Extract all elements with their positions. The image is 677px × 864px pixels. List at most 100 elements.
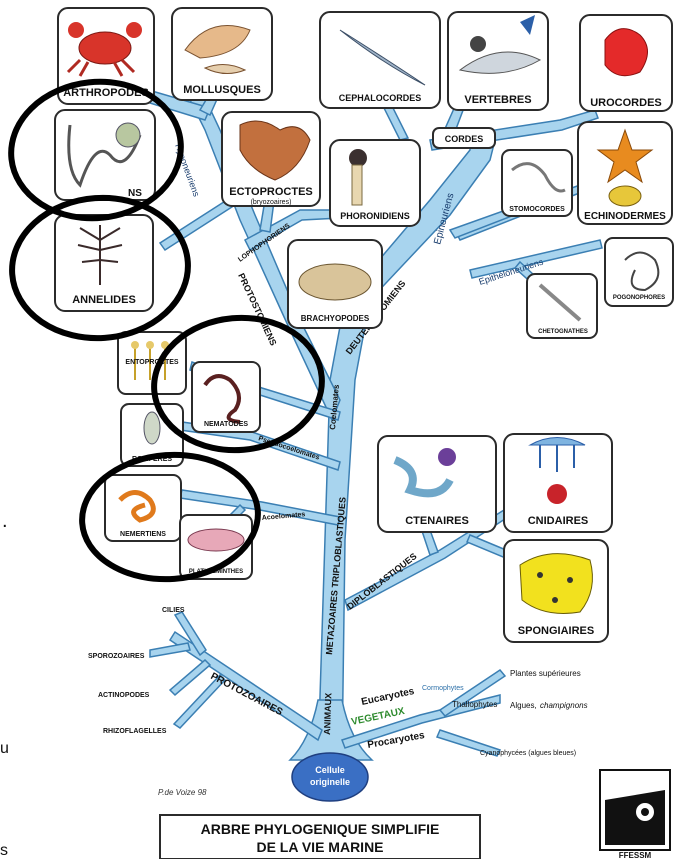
entoproctes-label: ENTOPROCTES <box>125 359 178 366</box>
flatworm-icon <box>187 528 245 552</box>
group-cephalocordes: CEPHALOCORDES <box>319 11 441 109</box>
group-stomocordes: STOMOCORDES <box>501 149 573 217</box>
margin-u: u <box>0 740 9 757</box>
circle-nemertiens <box>79 451 261 583</box>
eucaryotes-label: Eucaryotes <box>360 686 415 708</box>
worm-icon <box>67 122 142 188</box>
pogonophore-icon <box>624 251 660 292</box>
group-mollusques: MOLLUSQUES <box>171 7 273 101</box>
group-echinodermes: ECHINODERMES <box>577 121 673 225</box>
root-label-line1: Cellule <box>315 765 345 775</box>
thallophytes-label: Thallophytes <box>452 700 497 709</box>
protozoa-labels: CILIES SPOROZOAIRES ACTINOPODES RHIZOFLA… <box>88 607 185 735</box>
acorn-worm-icon <box>511 162 566 193</box>
brachiopod-icon <box>298 263 372 301</box>
brachyopodes-label: BRACHYOPODES <box>301 314 370 323</box>
arrow-worm-icon <box>538 283 582 322</box>
circle-nematodes <box>151 314 325 454</box>
annelides-label: ANNELIDES <box>72 294 136 306</box>
crab-icon <box>66 22 142 77</box>
roundworm-icon <box>203 374 241 424</box>
coelomates-label: Coelomates <box>328 384 341 431</box>
diploblastiques-label: DIPLOBLASTIQUES <box>345 551 419 612</box>
cormophytes-label: Cormophytes <box>422 685 464 692</box>
cilies-label: CILIES <box>162 607 185 614</box>
group-siponcles: NS <box>54 109 156 201</box>
circle-annelides <box>9 194 191 342</box>
margin-s: s <box>0 842 8 859</box>
group-vertebres: VERTEBRES <box>447 11 549 111</box>
group-urocordes: UROCORDES <box>579 14 673 112</box>
cephalocordes-label: CEPHALOCORDES <box>339 93 422 103</box>
mollusques-label: MOLLUSQUES <box>183 84 261 96</box>
signature: P.de Voize 98 <box>158 788 207 797</box>
shell-icon <box>184 25 251 74</box>
arthropodes-label: ARTHROPODES <box>63 87 149 99</box>
bryozoan-icon <box>239 120 311 181</box>
group-chetognathes: CHETOGNATHES <box>526 273 598 339</box>
ribbon-worm-icon <box>118 490 156 523</box>
plathelminthes-label: PLATHELMINTHES <box>189 569 243 575</box>
cnidaires-label: CNIDAIRES <box>528 515 589 527</box>
pseudocoelomates-label: Pseudocoelomates <box>257 435 320 461</box>
cordes-label: CORDES <box>445 134 484 144</box>
group-brachyopodes: BRACHYOPODES <box>287 239 383 329</box>
phoronidiens-label: PHORONIDIENS <box>340 211 410 221</box>
logo-text: FFESSM <box>619 851 652 859</box>
comb-jelly-icon <box>393 448 456 498</box>
champignons-label: champignons <box>540 701 588 710</box>
rhizoflagelles-label: RHIZOFLAGELLES <box>103 728 167 735</box>
phoronid-icon <box>349 149 367 206</box>
nematodes-label: NEMATODES <box>204 421 248 428</box>
root-label-line2: originelle <box>310 777 350 787</box>
margin-dot: . <box>2 510 8 532</box>
urocordes-label: UROCORDES <box>590 97 662 109</box>
group-nemertiens: NEMERTIENS <box>104 474 182 542</box>
ffessm-logo: FFESSM <box>599 769 671 860</box>
sponge-icon <box>519 553 593 614</box>
ectoproctes-sub-label: (bryozoaires) <box>251 199 292 206</box>
group-ectoproctes: ECTOPROCTES (bryozoaires) <box>221 111 321 207</box>
diver-dolphin-icon <box>458 15 542 74</box>
title-line2: DE LA VIE MARINE <box>256 839 383 855</box>
group-annelides: ANNELIDES <box>54 214 154 312</box>
rotifer-icon <box>143 411 161 445</box>
stomocordes-label: STOMOCORDES <box>509 206 565 213</box>
echinodermes-label: ECHINODERMES <box>584 211 666 222</box>
jellyfish-icon <box>528 437 586 504</box>
group-nematodes: NEMATODES <box>191 361 261 433</box>
nemertiens-label: NEMERTIENS <box>120 531 166 538</box>
group-phoronidiens: PHORONIDIENS <box>329 139 421 227</box>
annotation-circles <box>8 78 325 583</box>
tubeworm-icon <box>77 225 123 285</box>
group-spongiaires: SPONGIAIRES <box>503 539 609 643</box>
entoproct-icon <box>131 341 169 380</box>
algues-label: Algues, <box>510 701 537 710</box>
ectoproctes-label: ECTOPROCTES <box>229 186 313 198</box>
pogonophores-label: POGONOPHORES <box>613 295 665 301</box>
lancelet-icon <box>339 29 426 86</box>
group-plathelminthes: PLATHELMINTHES <box>179 514 253 580</box>
circle-siponcles <box>8 78 184 222</box>
spongiaires-label: SPONGIAIRES <box>518 625 594 637</box>
protozoaires-label: PROTOZOAIRES <box>209 671 285 718</box>
cyano-label: Cyanophycées (algues bleues) <box>480 750 576 757</box>
title-line1: ARBRE PHYLOGENIQUE SIMPLIFIE <box>201 821 440 837</box>
acoelomates-label: Acoelomates <box>262 511 306 522</box>
siponcles-partial-label: NS <box>128 188 142 199</box>
ctenaires-label: CTENAIRES <box>405 515 469 527</box>
title-box: ARBRE PHYLOGENIQUE SIMPLIFIE DE LA VIE M… <box>159 814 481 860</box>
actinopodes-label: ACTINOPODES <box>98 692 150 699</box>
starfish-icon <box>596 128 654 207</box>
plant-labels: Plantes supérieures Algues, champignons … <box>480 669 588 757</box>
chetognathes-label: CHETOGNATHES <box>538 329 588 335</box>
group-cnidaires: CNIDAIRES <box>503 433 613 533</box>
group-arthropodes: ARTHROPODES <box>57 7 155 105</box>
tunicate-icon <box>604 28 648 77</box>
animaux-label: ANIMAUX <box>322 693 333 735</box>
vertebres-label: VERTEBRES <box>464 94 531 106</box>
group-pogonophores: POGONOPHORES <box>604 237 674 307</box>
sporozoaires-label: SPOROZOAIRES <box>88 653 145 660</box>
